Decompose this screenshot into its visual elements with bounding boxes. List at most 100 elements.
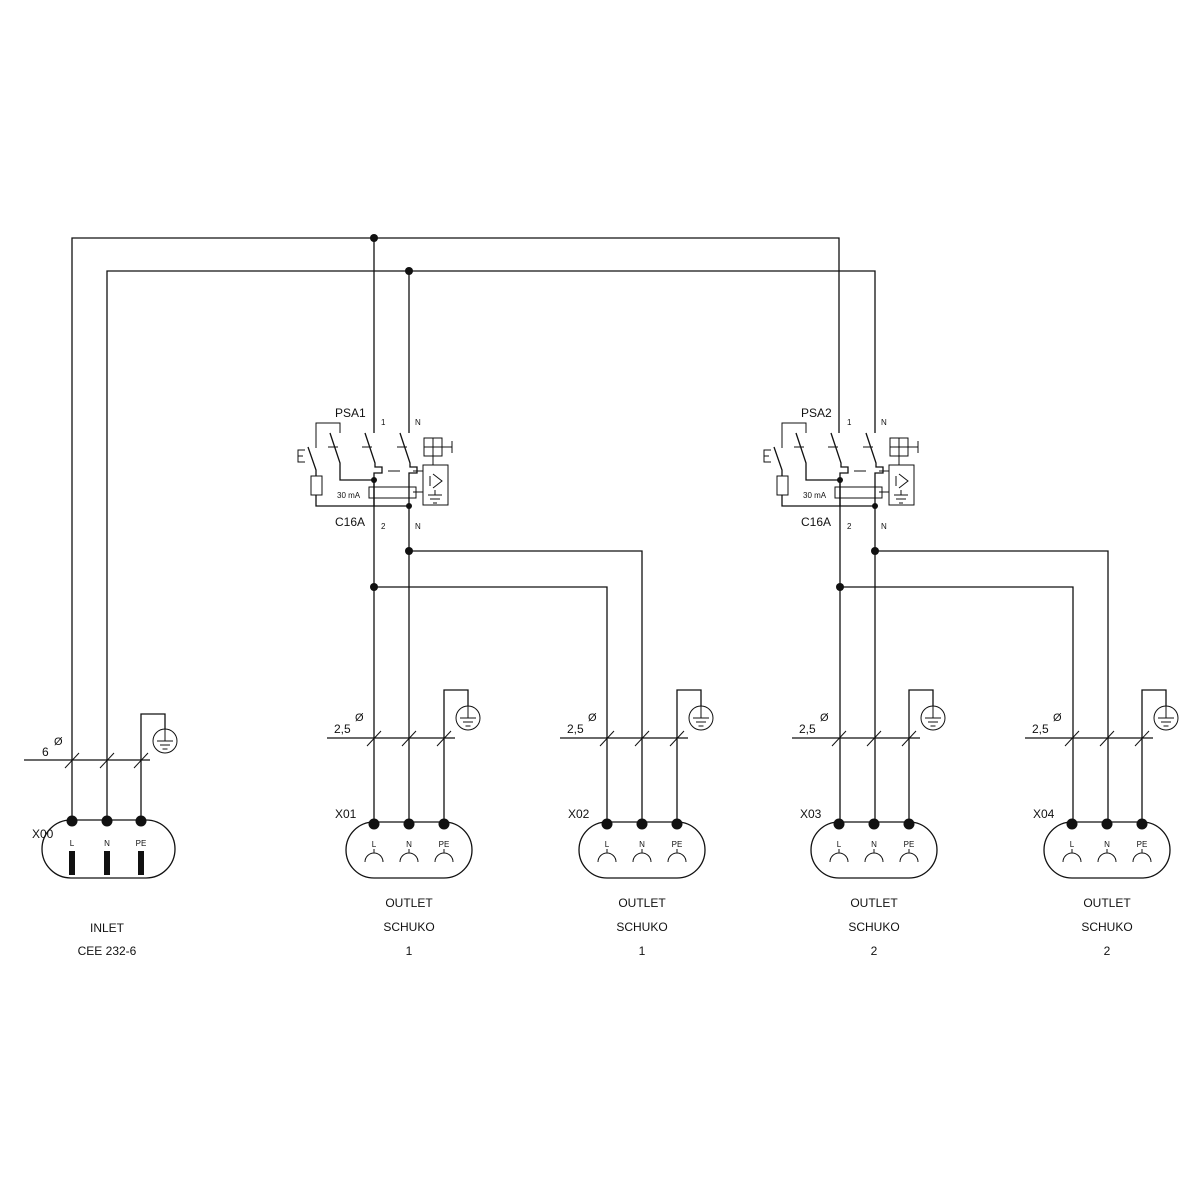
overcurrent-icon [895,473,909,489]
conductor-tick [634,730,650,747]
circuit-number: 2 [1104,944,1111,958]
outlet-type: SCHUKO [616,920,667,934]
switch-pole [399,432,418,506]
test-bracket [315,422,341,448]
circuit-number: 2 [871,944,878,958]
cross-section-label: 2,5 [567,722,584,736]
outlet-label: OUTLET [850,896,898,910]
pushbutton-E-icon [763,449,771,463]
conductor-tick [133,752,149,769]
ground-icon [455,705,481,731]
branch-N [875,550,1109,822]
junction-dot [1136,818,1148,830]
socket-contact-icon [632,849,652,863]
pe-wire [908,689,934,822]
ground-icon [920,705,946,731]
junction-dot [671,818,683,830]
pin-label: PE [1137,840,1148,849]
junction-dot [370,583,378,591]
circuit-number: 1 [639,944,646,958]
pin-label: N [406,840,412,849]
junction-dot [833,818,845,830]
branch-N [409,550,643,822]
branch-L [374,586,608,822]
junction-dot [903,818,915,830]
junction-dot [601,818,613,830]
breaker-id: PSA1 [335,406,366,420]
connector-id: X02 [568,807,590,821]
test-return [781,495,875,507]
junction-dot [636,818,648,830]
connector-id: X04 [1033,807,1055,821]
outlet-label: OUTLET [1083,896,1131,910]
socket-contact-icon [1132,849,1152,863]
pin-label: N [1104,840,1110,849]
terminal-label: 1 [847,418,852,427]
conductor-tick [669,730,685,747]
junction-dot [837,477,843,483]
pin-label: N [639,840,645,849]
conductor-tick [1099,730,1115,747]
terminal-label: N [881,418,887,427]
relay-box-icon [888,464,915,506]
junction-dot [871,547,879,555]
breaker-output [839,480,876,822]
switch-pole [830,432,849,506]
conductor-tick [1134,730,1150,747]
residual-current-label: 30 mA [337,491,361,500]
ground-icon [688,705,714,731]
conductor-tick [901,730,917,747]
switch-pole [865,432,884,506]
pe-wire [1141,689,1167,822]
pushbutton-E-icon [297,449,305,463]
overcurrent-icon [429,473,443,489]
wires [71,234,1109,822]
pin-label: L [837,840,842,849]
relay-ground-icon [428,490,442,504]
pin-icon [69,851,75,875]
junction-dot [405,547,413,555]
cross-section-label: 2,5 [1032,722,1049,736]
socket-contact-icon [899,849,919,863]
socket-contact-icon [399,849,419,863]
socket-contact-icon [1097,849,1117,863]
branch-L [840,586,1074,822]
pin-label: PE [439,840,450,849]
pe-wire [676,689,702,822]
pin-label: PE [136,839,147,848]
pin-icon [104,851,110,875]
socket-contact-icon [829,849,849,863]
conductor-tick [599,730,615,747]
residual-current-label: 30 mA [803,491,827,500]
junction-dot [135,815,147,827]
test-switch [329,432,374,481]
connector-id: X00 [32,827,54,841]
pin-icon [138,851,144,875]
junction-dot [403,818,415,830]
conductor-tick [366,730,382,747]
trip-coil-lines [890,438,919,456]
diameter-icon: Ø [355,712,364,724]
switch-pole [364,432,383,506]
junction-dot [836,583,844,591]
socket-contact-icon [864,849,884,863]
breaker-id: PSA2 [801,406,832,420]
outlet-type: SCHUKO [1081,920,1132,934]
terminal-label: N [881,522,887,531]
ground-lines [693,706,709,727]
bus-line-L [71,237,840,820]
conductor-tick [1064,730,1080,747]
pin-label: N [104,839,110,848]
connector-id: X01 [335,807,357,821]
junction-dot [1101,818,1113,830]
junction-dot [371,477,377,483]
outlet-label: OUTLET [618,896,666,910]
junction-dot [438,818,450,830]
cross-section-label: 6 [42,745,49,759]
test-switch [795,432,840,481]
conductor-tick [401,730,417,747]
